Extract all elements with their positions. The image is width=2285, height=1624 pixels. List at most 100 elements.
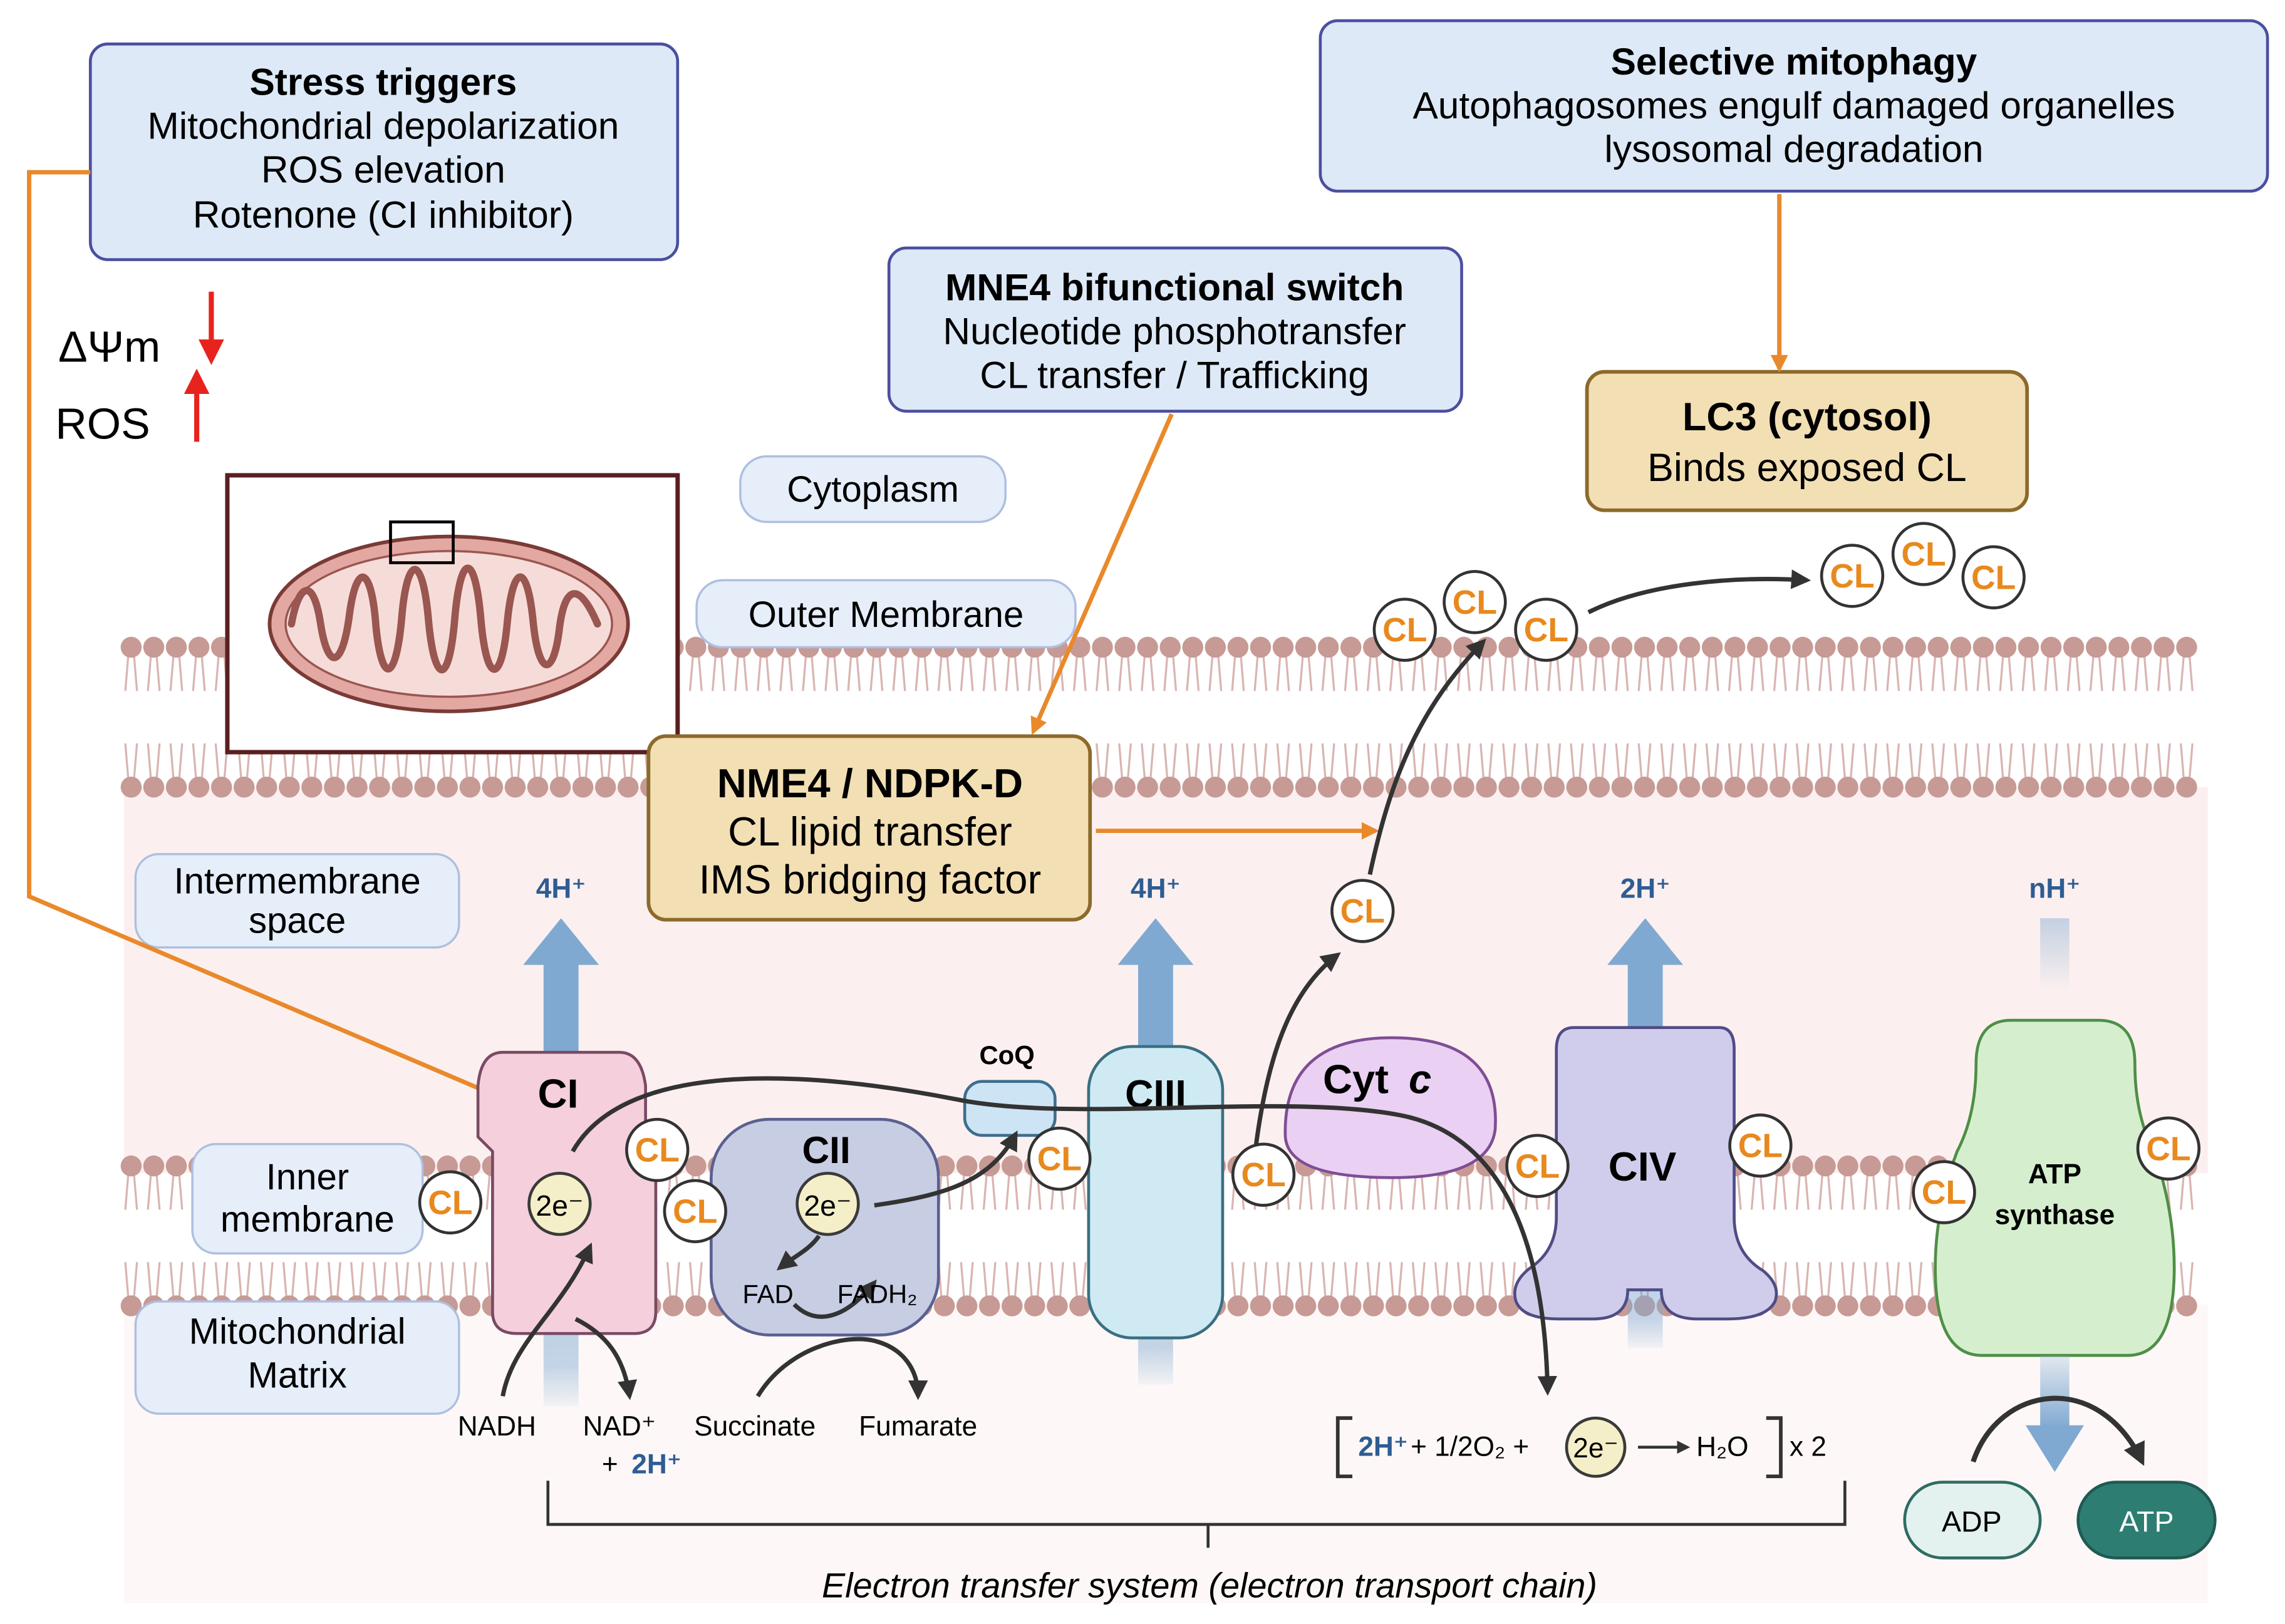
cl-label: CL: [1524, 612, 1568, 649]
matrix-label-line1: Mitochondrial: [189, 1311, 406, 1352]
cl-ci-right: CL: [625, 1117, 690, 1182]
cl-cytosol-1: CL: [1820, 544, 1885, 608]
region-inner-membrane: Inner membrane: [191, 1143, 424, 1255]
electron-ci: 2e⁻: [527, 1171, 592, 1236]
stress-to-ci-arrow: [27, 170, 521, 1108]
mitophagy-line1: Autophagosomes engulf damaged organelles: [1412, 84, 2175, 127]
electron-ci-label: 2e⁻: [536, 1189, 583, 1222]
mne4-switch-box: MNE4 bifunctional switch Nucleotide phos…: [887, 246, 1463, 413]
atp-synthase: ATP synthase: [1934, 1018, 2176, 1472]
cl-cytosol-2: CL: [1891, 522, 1956, 586]
electron-path-cii-to-coq: [874, 1130, 1018, 1208]
cl-path-outer-up: [1367, 638, 1486, 876]
cl-label: CL: [1922, 1174, 1966, 1211]
coq-label: CoQ: [979, 1040, 1034, 1070]
nme4-line1: CL lipid transfer: [728, 809, 1012, 854]
nme4-title: NME4 / NDPK-D: [717, 760, 1023, 806]
proton-label-ci: 4H⁺: [536, 874, 586, 904]
proton-label-civ: 2H⁺: [1620, 874, 1671, 904]
nad-label: NAD⁺: [583, 1411, 656, 1442]
etc-bracket: [546, 1481, 1847, 1548]
succinate-arc: [755, 1337, 928, 1400]
cl-ci-left: CL: [418, 1170, 483, 1235]
cl-outer-2: CL: [1443, 570, 1507, 634]
mitophagy-line2: lysosomal degradation: [1604, 128, 1983, 170]
cl-label: CL: [1453, 584, 1497, 621]
mne4-title: MNE4 bifunctional switch: [945, 266, 1404, 309]
equation-times: x 2: [1790, 1432, 1826, 1462]
cytc-label: Cyt: [1323, 1056, 1389, 1102]
inner-membrane-label-line1: Inner: [266, 1157, 350, 1197]
water-equation: 2H⁺ + 1/2O₂ + 2e⁻ H₂O x 2: [1335, 1416, 1826, 1479]
cl-label: CL: [1241, 1157, 1285, 1194]
stress-line1: Mitochondrial depolarization: [147, 104, 619, 147]
electron-cii-label: 2e⁻: [804, 1189, 851, 1222]
cl-label: CL: [428, 1184, 472, 1221]
cii-label: CII: [802, 1129, 851, 1171]
inner-membrane-label-line2: membrane: [220, 1199, 395, 1239]
fad-label: FAD: [742, 1279, 793, 1308]
fumarate-label: Fumarate: [859, 1411, 977, 1442]
etc-caption: Electron transfer system (electron trans…: [822, 1565, 1597, 1605]
equation-water: H₂O: [1696, 1432, 1748, 1462]
mitophagy-title: Selective mitophagy: [1611, 40, 1977, 83]
cl-label: CL: [2146, 1130, 2190, 1167]
stress-line2: ROS elevation: [261, 148, 505, 190]
ci-label: CI: [537, 1071, 578, 1117]
equation-protons: 2H⁺: [1358, 1432, 1408, 1462]
svg-text:Cyt c: Cyt c: [1323, 1056, 1431, 1102]
lc3-title: LC3 (cytosol): [1682, 395, 1932, 439]
stress-title: Stress triggers: [249, 61, 517, 103]
cl-civ-right: CL: [1728, 1113, 1793, 1178]
atp-pill: ATP: [2076, 1481, 2217, 1559]
region-cytoplasm: Cytoplasm: [739, 455, 1007, 524]
cl-cytosol-3: CL: [1961, 545, 2026, 609]
electron-path-ci-to-civ: [571, 1076, 1557, 1396]
mitochondrion-inset: [225, 473, 680, 755]
ros-label: ROS: [55, 400, 150, 448]
cl-atp-right: CL: [2136, 1116, 2201, 1181]
cytochrome-c: Cyt c: [1283, 1036, 1497, 1179]
atp-synthase-label-line2: synthase: [1995, 1200, 2115, 1231]
cl-label: CL: [1830, 558, 1874, 595]
lc3-box: LC3 (cytosol) Binds exposed CL: [1585, 370, 2029, 512]
outer-membrane-label: Outer Membrane: [749, 594, 1024, 635]
cl-ci-lower: CL: [663, 1179, 727, 1243]
cl-ciii: CL: [1231, 1142, 1296, 1207]
ims-label-line1: Intermembrane: [174, 861, 420, 902]
fadh2-label: FADH₂: [837, 1279, 918, 1308]
complex-iv: CIV: [1513, 1026, 1778, 1321]
civ-label: CIV: [1609, 1144, 1677, 1189]
cl-label: CL: [1971, 559, 2016, 596]
atp-synthase-label-line1: ATP: [2028, 1159, 2081, 1190]
nad-plus-sign: +: [602, 1449, 618, 1480]
proton-label-ciii: 4H⁺: [1131, 874, 1181, 904]
region-matrix: Mitochondrial Matrix: [134, 1300, 460, 1415]
proton-label-atp: nH⁺: [2029, 874, 2080, 904]
region-outer-membrane: Outer Membrane: [695, 579, 1077, 649]
equation-oxygen: + 1/2O₂ +: [1411, 1432, 1529, 1462]
cl-outer-1: CL: [1372, 597, 1437, 662]
cl-label: CL: [635, 1132, 680, 1169]
nad-protons: 2H⁺: [631, 1449, 681, 1480]
svg-text:+ 2H⁺: + 2H⁺: [602, 1449, 681, 1480]
membrane-potential-label: ΔΨm: [58, 322, 160, 371]
fad-to-fadh2-arrow: [792, 1279, 877, 1319]
cl-path-inner-up: [1254, 952, 1341, 1145]
nme4-box: NME4 / NDPK-D CL lipid transfer IMS brid…: [646, 734, 1092, 922]
cytc-italic-c: c: [1409, 1056, 1431, 1102]
cl-label: CL: [1515, 1148, 1560, 1185]
cl-outer-3: CL: [1514, 597, 1578, 662]
adp-label: ADP: [1942, 1506, 2002, 1538]
cl-ims: CL: [1330, 879, 1395, 943]
fadh2-to-fad-arrow: [776, 1234, 821, 1271]
cl-civ-left: CL: [1505, 1134, 1570, 1198]
cardiolipin-group: CL CL CL CL CL CL CL CL CL CL CL CL CL CL CL CL: [418, 522, 2201, 1243]
cl-atp-left: CL: [1912, 1160, 1976, 1224]
mne4-to-nme4-arrow: [1030, 413, 1174, 735]
nad-arrow: [574, 1316, 638, 1400]
cl-coq: CL: [1027, 1126, 1092, 1191]
cl-label: CL: [1901, 536, 1946, 573]
